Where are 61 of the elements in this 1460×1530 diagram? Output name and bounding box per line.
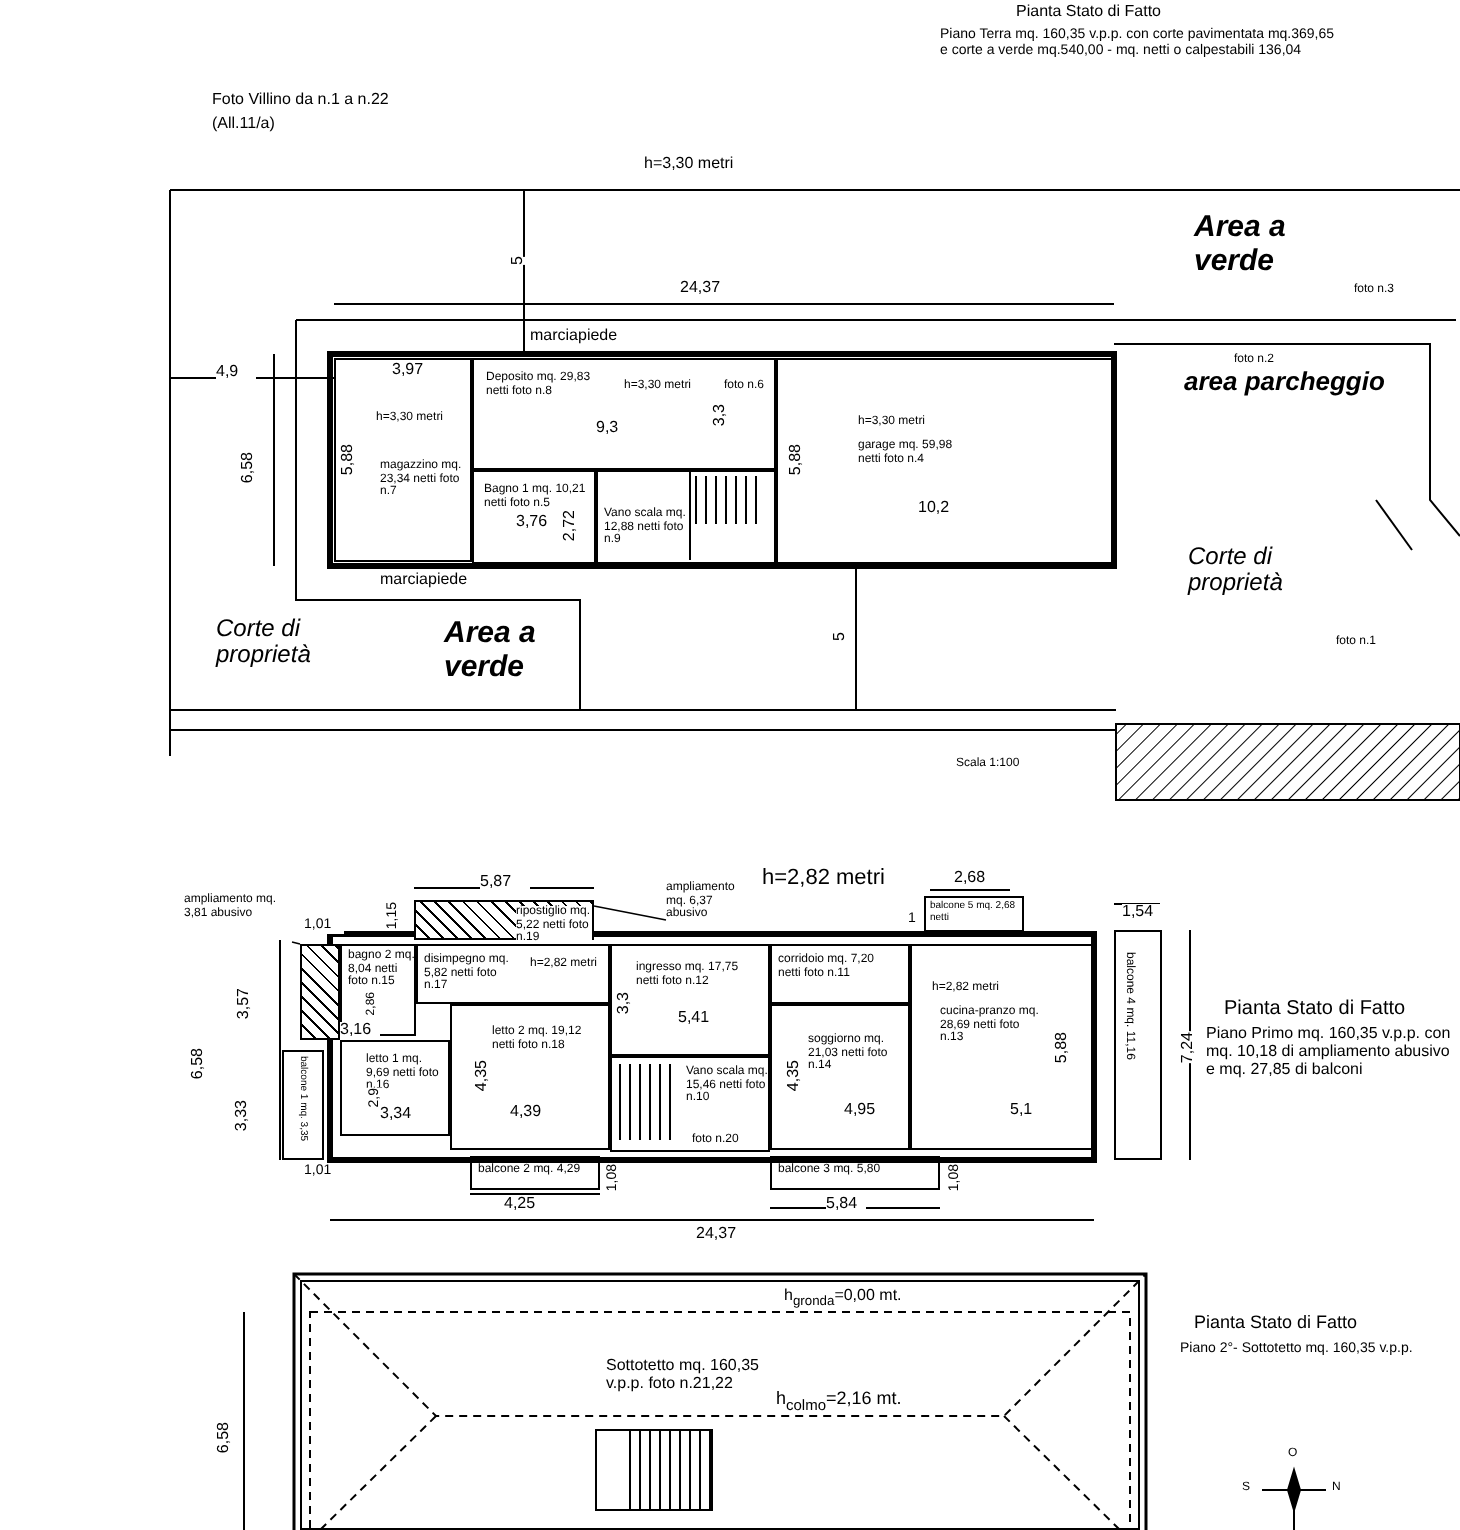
dimension-label: 5,88: [340, 444, 358, 476]
heading-text: Pianta Stato di Fatto: [1194, 1314, 1360, 1334]
note-text: h=3,30 metri: [644, 156, 736, 174]
room-outline: [472, 470, 596, 564]
dimension-label: 2,72: [562, 510, 580, 542]
room-outline: [450, 1004, 610, 1150]
dimension-label: 6,58: [240, 452, 258, 484]
dimension-label: 1,54: [1122, 904, 1162, 922]
dimension-label: 5: [832, 632, 850, 641]
area-label: Corte di proprietà: [216, 616, 313, 669]
room-outline: [334, 358, 472, 562]
room-outline: [610, 944, 770, 1056]
area-label: Area a verde: [444, 618, 538, 684]
note-text: marciapiede: [380, 572, 470, 590]
room-outline: [596, 470, 776, 564]
dimension-label: 4,9: [216, 364, 256, 382]
hatched-area: [414, 900, 594, 940]
area-label: Corte di proprietà: [1188, 544, 1285, 597]
dimension-label: 3,57: [236, 988, 254, 1020]
dimension-label: 3,3: [712, 404, 730, 427]
dimension-label: 4,35: [474, 1060, 492, 1092]
dimension-label: 5,87: [480, 874, 530, 892]
note-text: h$_{gronda}$=0,00 mt.: [784, 1288, 904, 1310]
room-outline: [416, 944, 610, 1004]
room-outline: [1114, 930, 1162, 1160]
leader-line: [291, 941, 301, 945]
note-text: h=2,82 metri: [762, 866, 887, 891]
room-outline: [770, 1004, 910, 1150]
dimension-label: 3,16: [340, 1022, 380, 1040]
room-outline: [924, 896, 1024, 932]
room-outline: [340, 1040, 450, 1136]
room-label: Sottotetto mq. 160,35 v.p.p. foto n.21,22: [606, 1358, 761, 1394]
room-outline: [472, 358, 776, 470]
note-text: marciapiede: [530, 328, 620, 346]
room-outline: [470, 1156, 600, 1190]
room-outline: [610, 1056, 770, 1152]
room-outline: [770, 1156, 940, 1190]
room-outline: [282, 1050, 324, 1160]
heading-text: Pianta Stato di Fatto: [1016, 4, 1163, 22]
note-text: Foto Villino da n.1 a n.22: [212, 92, 391, 110]
dimension-label: 3,3: [616, 992, 634, 1015]
note-text: h$_{colmo}$=2,16 mt.: [776, 1390, 904, 1415]
dimension-label: 4,35: [786, 1060, 804, 1092]
dimension-label: 5,84: [826, 1196, 866, 1214]
dimension-label: 7,24: [1180, 1032, 1198, 1064]
dimension-label: 5,88: [1054, 1032, 1072, 1064]
dimension-label: 3,33: [234, 1100, 252, 1132]
note-text: Piano Primo mq. 160,35 v.p.p. con mq. 10,18 di ampliamento abusivo e mq. 27,85 di balconi: [1206, 1026, 1453, 1079]
room-outline: [910, 944, 1094, 1150]
note-text: (All.11/a): [212, 116, 277, 134]
dimension-label: 6,58: [216, 1422, 234, 1454]
room-outline: [770, 944, 910, 1004]
dimension-label: 6,58: [190, 1048, 208, 1080]
room-outline: [776, 358, 1114, 564]
hatched-area: [300, 944, 340, 1040]
dimension-label: 5: [510, 256, 528, 265]
area-label: Area a verde: [1194, 212, 1288, 278]
area-label: area parcheggio: [1184, 368, 1387, 397]
dimension-label: 5,88: [788, 444, 806, 476]
leader-line: [593, 905, 667, 921]
heading-text: Pianta Stato di Fatto: [1224, 998, 1408, 1020]
